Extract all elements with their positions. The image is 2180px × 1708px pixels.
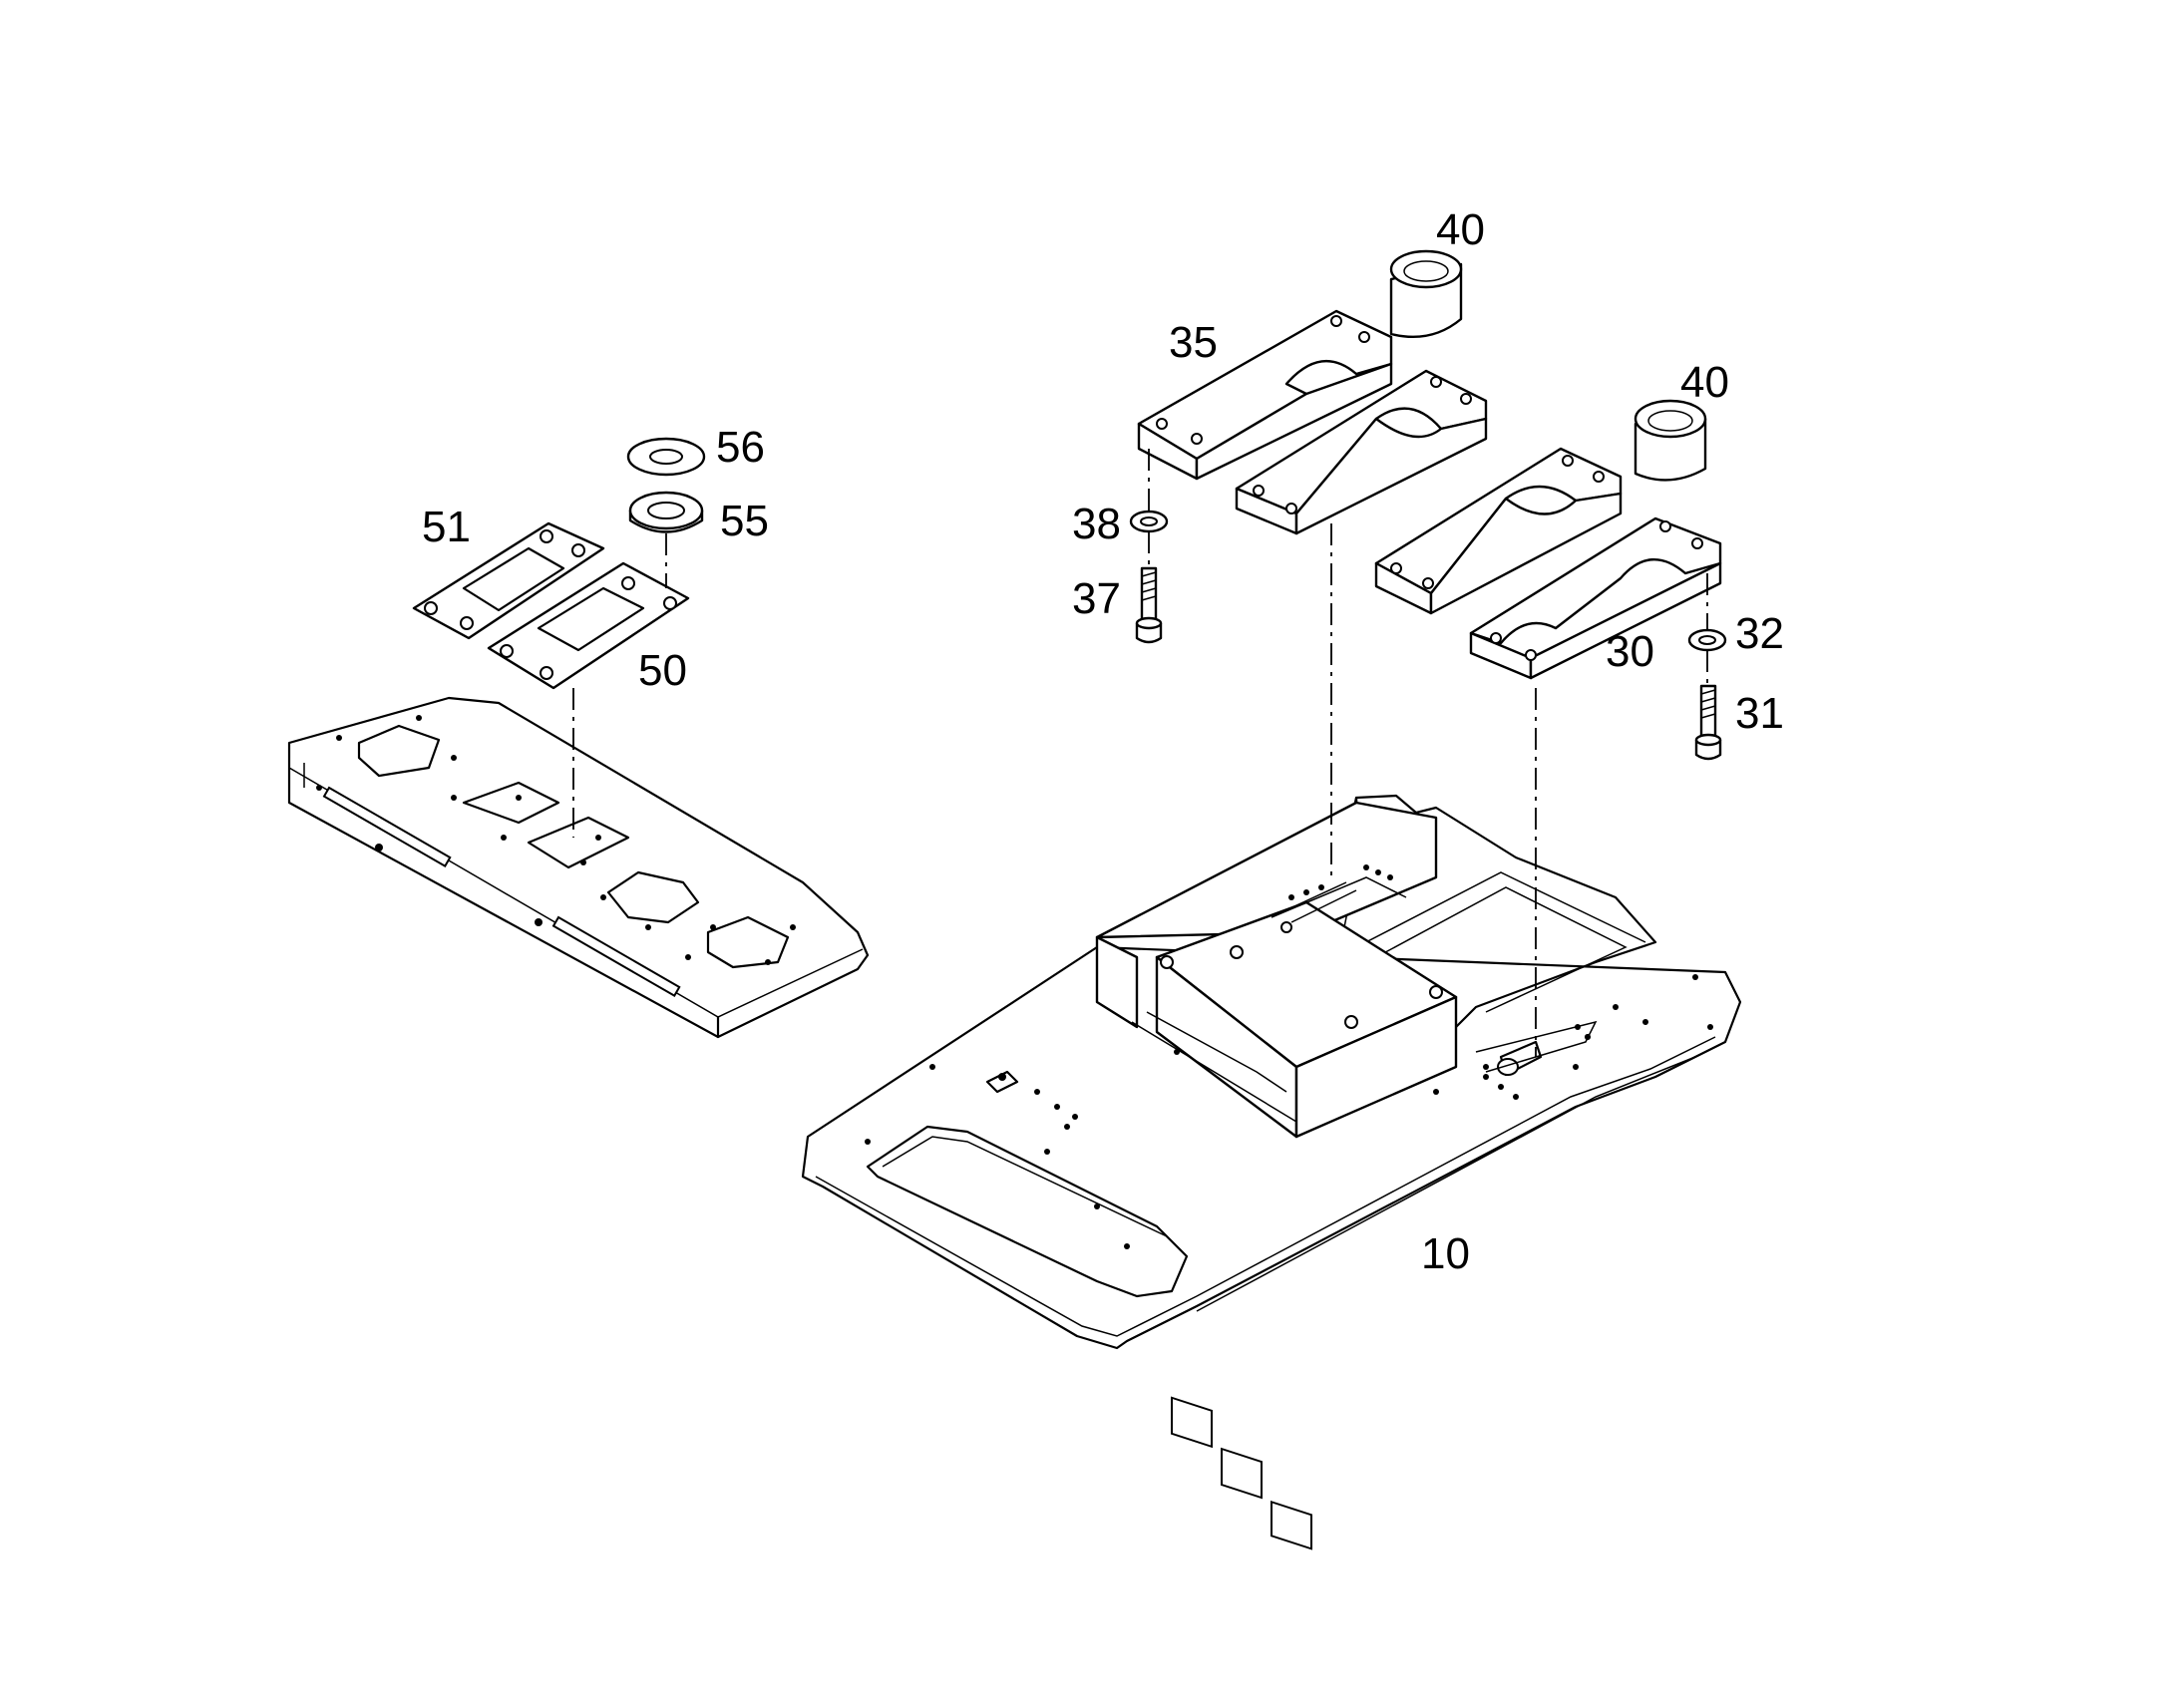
callout-labels: 40 35 40 56 55 51 38 37 32 30 50 31 10	[422, 205, 1784, 1278]
callout-40-lower: 40	[1680, 358, 1729, 407]
callout-50: 50	[638, 646, 687, 695]
callout-37: 37	[1072, 574, 1121, 623]
callout-55: 55	[720, 497, 769, 545]
callout-40-top: 40	[1436, 205, 1485, 254]
callout-38: 38	[1072, 500, 1121, 548]
base-plate-part-10[interactable]	[801, 794, 1742, 1550]
callout-35: 35	[1169, 318, 1218, 367]
clamp-block-part-30[interactable]	[1469, 516, 1722, 680]
grommet-part-55[interactable]	[628, 491, 704, 533]
callout-32: 32	[1735, 609, 1784, 658]
callout-51: 51	[422, 503, 471, 551]
assembly-centerlines	[572, 449, 1708, 1057]
bushing-part-40-top[interactable]	[1389, 249, 1463, 338]
callout-56: 56	[716, 423, 765, 472]
washer-part-32[interactable]	[1687, 628, 1727, 652]
bushing-part-40-lower[interactable]	[1634, 399, 1707, 482]
callout-31: 31	[1735, 689, 1784, 738]
washer-part-56[interactable]	[626, 437, 706, 477]
clamp-block-half	[1235, 369, 1488, 535]
callout-30: 30	[1606, 627, 1654, 676]
plate-part-51[interactable]	[412, 521, 605, 640]
callout-10: 10	[1421, 1229, 1470, 1278]
plate-part-50[interactable]	[487, 561, 690, 690]
washer-part-38[interactable]	[1129, 510, 1169, 533]
screw-part-37[interactable]	[1135, 566, 1163, 644]
screw-part-31[interactable]	[1694, 684, 1722, 761]
clamp-block-lower-left	[1374, 447, 1623, 615]
clamp-block-part-35[interactable]	[1137, 309, 1393, 481]
mounting-beam	[287, 696, 870, 1039]
